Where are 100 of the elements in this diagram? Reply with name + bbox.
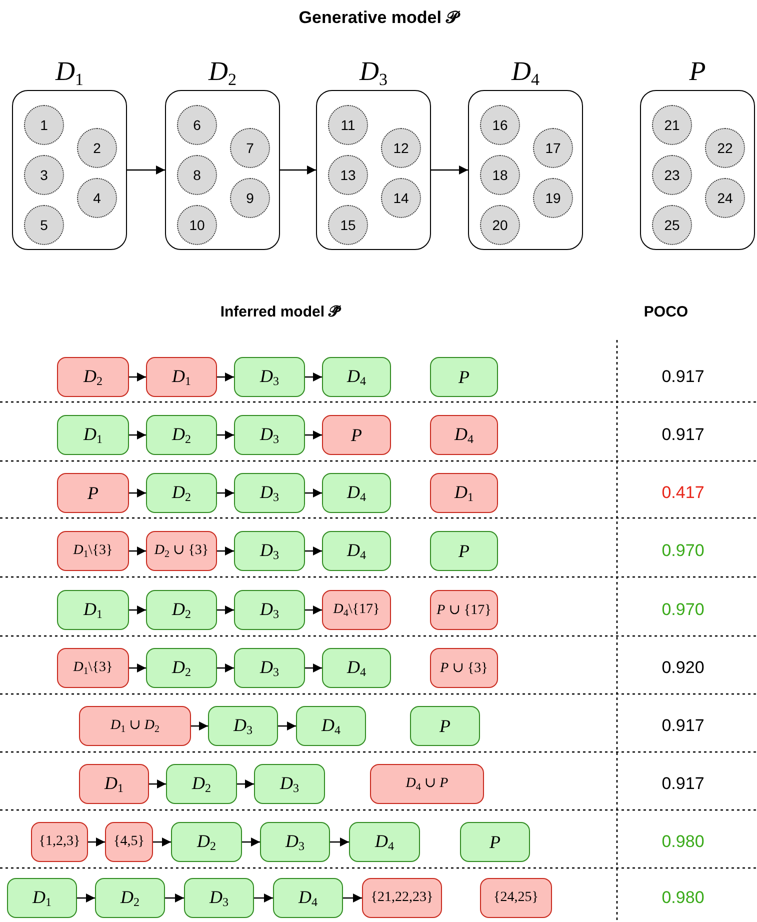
column-heading: POCO [644, 304, 688, 320]
correct-set-box: D$_{3}$ [234, 473, 305, 513]
correct-set-box: D$_{3}$ [234, 415, 305, 455]
element-circle: 10 [177, 205, 217, 245]
correct-set-box: D$_{4}$ [322, 531, 391, 571]
correct-set-box: P [460, 822, 530, 862]
incorrect-set-box: D$_{1}$\{3} [57, 648, 129, 688]
arrow [330, 838, 349, 846]
incorrect-set-box: D$_{1}$ ∪ D$_{2}$ [79, 706, 191, 746]
arrow [217, 546, 234, 556]
arrow [217, 606, 234, 614]
correct-set-box: D$_{2}$ [166, 764, 237, 804]
incorrect-set-box: P [57, 473, 129, 513]
arrow [280, 166, 316, 174]
element-circle: 13 [328, 155, 368, 195]
arrow [165, 894, 184, 902]
arrow [129, 488, 146, 498]
element-circle: 20 [480, 205, 520, 245]
score-value: 0.917 [662, 774, 704, 794]
element-circle: 1 [24, 105, 64, 145]
correct-set-box: D$_{2}$ [146, 590, 217, 630]
correct-set-box: D$_{3}$ [260, 822, 330, 862]
set-heading: P [689, 55, 706, 88]
element-circle: 8 [177, 155, 217, 195]
element-circle: 7 [230, 128, 270, 168]
correct-set-box: D$_{2}$ [146, 648, 217, 688]
element-circle: 12 [381, 128, 421, 168]
score-value: 0.920 [662, 658, 704, 678]
element-circle: 4 [77, 178, 117, 218]
incorrect-set-box: D$_{2}$ [57, 357, 129, 397]
correct-set-box: D$_{1}$ [57, 415, 129, 455]
arrow [305, 488, 322, 498]
correct-set-box: D$_{4}$ [322, 648, 391, 688]
correct-set-box: P [430, 531, 498, 571]
arrow [278, 722, 296, 730]
arrow [217, 488, 234, 498]
element-circle: 14 [381, 178, 421, 218]
element-circle: 15 [328, 205, 368, 245]
arrow [305, 664, 322, 672]
score-value: 0.417 [662, 483, 704, 503]
arrow [149, 780, 166, 788]
incorrect-set-box: D$_{4}$ ∪ P [370, 764, 484, 804]
correct-set-box: D$_{3}$ [234, 648, 305, 688]
incorrect-set-box: P ∪ {17} [430, 590, 498, 630]
arrow [305, 372, 322, 382]
correct-set-box: D$_{4}$ [273, 878, 343, 918]
correct-set-box: D$_{4}$ [296, 706, 366, 746]
correct-set-box: D$_{4}$ [349, 822, 420, 862]
incorrect-set-box: {21,22,23} [362, 878, 442, 918]
incorrect-set-box: D$_{1}$\{3} [57, 531, 129, 571]
score-value: 0.980 [662, 832, 704, 852]
correct-set-box: D$_{2}$ [146, 473, 217, 513]
incorrect-set-box: P ∪ {3} [430, 648, 498, 688]
element-circle: 17 [533, 128, 573, 168]
incorrect-set-box: {24,25} [480, 878, 552, 918]
arrow [77, 894, 95, 902]
arrow [343, 894, 362, 902]
element-circle: 2 [77, 128, 117, 168]
arrow [153, 838, 171, 846]
element-circle: 11 [328, 105, 368, 145]
arrow [217, 430, 234, 440]
correct-set-box: D$_{2}$ [95, 878, 165, 918]
score-value: 0.970 [662, 541, 704, 561]
score-value: 0.917 [662, 367, 704, 387]
correct-set-box: D$_{3}$ [184, 878, 254, 918]
correct-set-box: D$_{2}$ [171, 822, 242, 862]
element-circle: 24 [705, 178, 745, 218]
element-circle: 9 [230, 178, 270, 218]
element-circle: 25 [652, 205, 692, 245]
score-value: 0.970 [662, 600, 704, 620]
set-heading: D$_{2}$ [208, 55, 236, 90]
incorrect-set-box: D$_{1}$ [430, 473, 498, 513]
arrow [191, 722, 208, 730]
element-circle: 16 [480, 105, 520, 145]
incorrect-set-box: D$_{4}$ [430, 415, 498, 455]
correct-set-box: D$_{4}$ [322, 473, 391, 513]
element-circle: 18 [480, 155, 520, 195]
correct-set-box: D$_{2}$ [146, 415, 217, 455]
set-heading: D$_{1}$ [56, 55, 84, 90]
arrow [127, 166, 165, 174]
arrow [242, 838, 260, 846]
set-heading: D$_{4}$ [512, 55, 540, 90]
incorrect-set-box: {4,5} [105, 822, 153, 862]
correct-set-box: D$_{3}$ [234, 590, 305, 630]
arrow [88, 838, 105, 846]
element-circle: 21 [652, 105, 692, 145]
incorrect-set-box: D$_{1}$ [79, 764, 149, 804]
incorrect-set-box: D$_{2}$ ∪ {3} [146, 531, 217, 571]
element-circle: 23 [652, 155, 692, 195]
element-circle: 6 [177, 105, 217, 145]
arrow [237, 780, 254, 788]
correct-set-box: D$_{3}$ [234, 531, 305, 571]
correct-set-box: P [430, 357, 498, 397]
incorrect-set-box: D$_{4}$\{17} [322, 590, 391, 630]
correct-set-box: D$_{1}$ [57, 590, 129, 630]
arrow [217, 372, 234, 382]
element-circle: 22 [705, 128, 745, 168]
element-circle: 3 [24, 155, 64, 195]
arrow [305, 430, 322, 440]
element-circle: 19 [533, 178, 573, 218]
